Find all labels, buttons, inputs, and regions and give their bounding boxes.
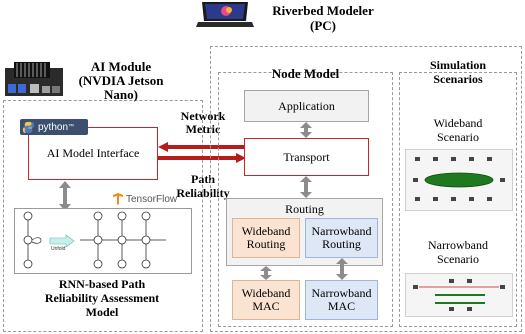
wideband-mac-label-1: Wideband (241, 286, 291, 301)
tensorflow-label: TensorFlow (126, 193, 178, 205)
jetson-board-icon (5, 62, 63, 96)
narrowband-scenario-label-2: Scenario (437, 252, 479, 266)
python-icon (22, 121, 35, 133)
narrowband-routing-label-2: Routing (322, 237, 361, 251)
interface-rnn-arrow (59, 181, 71, 211)
rnn-unrolled-cells (80, 211, 166, 269)
transport-label: Transport (283, 149, 330, 164)
rnn-caption-line2: Reliability Assessment (44, 291, 160, 305)
narrowband-scenario-image (405, 273, 513, 317)
path-reliability-label-1: Path (191, 172, 215, 186)
wideband-scenario-label-1: Wideband (433, 116, 483, 130)
unfold-label: Unfold (51, 246, 66, 252)
tensorflow-icon (113, 193, 123, 205)
rnn-caption-line1: RNN-based Path (58, 277, 146, 291)
wideband-scenario-label-2: Scenario (437, 130, 479, 144)
ai-module-panel (3, 100, 203, 332)
simulation-title-2: Scenarios (433, 72, 483, 86)
python-label: python (38, 121, 69, 133)
riverbed-panel (210, 46, 522, 332)
tensorflow-logo: TensorFlow (113, 193, 177, 205)
narrowband-scenario-label-1: Narrowband (428, 238, 488, 252)
network-metric-label-2: Metric (185, 122, 221, 136)
wideband-mac-label-2: MAC (252, 299, 280, 313)
wideband-mac-arrow (260, 266, 272, 280)
path-reliability-arrow (158, 153, 246, 163)
ai-module-subtitle: (NVDIA Jetson (78, 73, 164, 88)
narrowband-routing-label-1: Narrowband (311, 224, 372, 239)
narrowband-mac-box: Narrowband MAC (305, 280, 378, 320)
routing-label: Routing (285, 202, 324, 216)
network-metric-arrow (158, 142, 246, 152)
ai-module-title: AI Module (90, 59, 152, 74)
python-logo: python ™ (20, 119, 88, 135)
rnn-folded-cell (23, 211, 42, 269)
rnn-diagram (14, 208, 192, 274)
narrowband-routing-box: Narrowband Routing (305, 218, 378, 258)
network-metric-label-1: Network (180, 109, 226, 123)
ai-module-subtitle-2: Nano) (104, 87, 138, 102)
narrowband-mac-label-1: Narrowband (311, 286, 372, 301)
wideband-routing-label-2: Routing (246, 237, 286, 251)
node-model-title: Node Model (271, 66, 340, 81)
simulation-title-1: Simulation (429, 58, 486, 72)
wideband-routing-label-1: Wideband (241, 224, 291, 239)
riverbed-subtitle: (PC) (310, 18, 336, 33)
application-box: Application (244, 90, 369, 122)
laptop-icon (196, 2, 254, 27)
path-reliability-label-2: Reliability (176, 186, 230, 200)
simulation-panel (399, 72, 517, 327)
ai-model-interface-box: AI Model Interface (28, 127, 158, 180)
wideband-mac-box: Wideband MAC (232, 280, 300, 320)
transport-routing-arrow (300, 176, 312, 198)
app-transport-arrow (300, 122, 312, 138)
narrowband-mac-arrow (336, 258, 348, 280)
node-model-panel (218, 72, 393, 327)
python-trademark: ™ (68, 124, 75, 130)
riverbed-title: Riverbed Modeler (272, 3, 374, 18)
ai-model-interface-label: AI Model Interface (46, 146, 140, 161)
transport-box: Transport (244, 138, 369, 176)
narrowband-mac-label-2: MAC (327, 299, 356, 313)
rnn-caption-line3: Model (85, 305, 119, 319)
application-label: Application (278, 98, 335, 113)
wideband-scenario-image (405, 149, 513, 211)
wideband-routing-box: Wideband Routing (232, 218, 300, 258)
